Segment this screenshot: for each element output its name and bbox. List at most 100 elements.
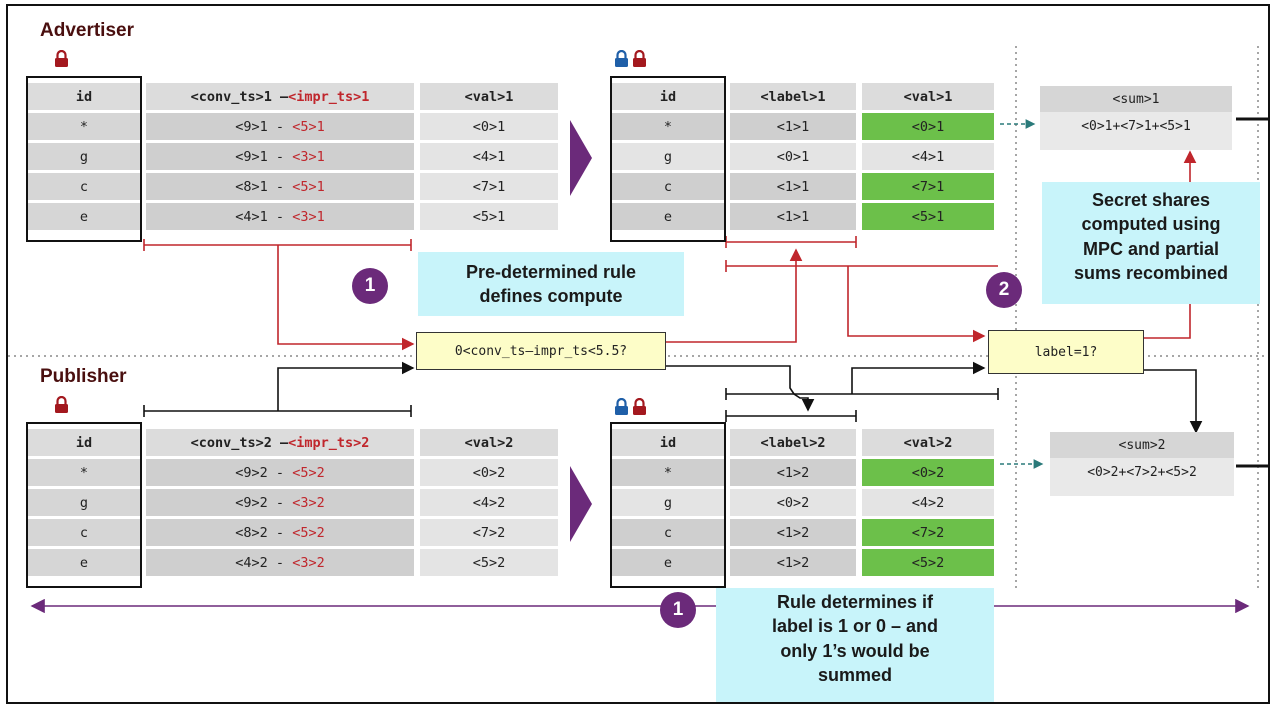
rule-determines-callout: Rule determines if label is 1 or 0 – and… [716, 588, 994, 702]
cell-val: <7>2 [862, 519, 994, 546]
sum-share-1: <sum>1 <0>1+<7>1+<5>1 [1040, 86, 1232, 150]
padlock-icon [55, 396, 68, 413]
column-header-val: <val>1 [862, 83, 994, 110]
cell-val: <4>2 [420, 489, 558, 516]
cell-label: <1>1 [730, 173, 856, 200]
callout-line: summed [817, 664, 893, 685]
column-header-timestamps: <conv_ts>2 –<impr_ts>2 [146, 429, 414, 456]
cell-label: <1>2 [730, 459, 856, 486]
cell-timestamps: <9>2 - <3>2 [146, 489, 414, 516]
cell-conv: <9>2 - [235, 464, 285, 481]
column-header-val: <val>1 [420, 83, 558, 110]
table-row: * <1>2 <0>2 [612, 459, 994, 486]
cell-id: g [28, 489, 140, 516]
cell-val: <4>2 [862, 489, 994, 516]
table-row: e <4>2 - <3>2 <5>2 [28, 549, 558, 576]
cell-impr: <5>2 [292, 464, 325, 481]
cell-conv: <9>2 - [235, 494, 285, 511]
table-row: g <9>2 - <3>2 <4>2 [28, 489, 558, 516]
table-row: g <0>2 <4>2 [612, 489, 994, 516]
cell-timestamps: <9>1 - <5>1 [146, 113, 414, 140]
cell-val: <5>2 [420, 549, 558, 576]
cell-impr: <3>1 [292, 208, 325, 225]
id-column-highlight [610, 422, 726, 588]
callout-line: defines compute [479, 286, 623, 307]
id-column-highlight [610, 76, 726, 242]
cell-val: <0>1 [420, 113, 558, 140]
callout-line: sums recombined [1073, 262, 1229, 283]
sum-expression: <0>1+<7>1+<5>1 [1081, 118, 1191, 134]
sum-header: <sum>2 [1050, 432, 1234, 458]
column-header-label: <label>1 [730, 83, 856, 110]
sum-expression: <0>2+<7>2+<5>2 [1087, 464, 1197, 480]
sum-header: <sum>1 [1040, 86, 1232, 112]
table-row: e <4>1 - <3>1 <5>1 [28, 203, 558, 230]
connector-lines [8, 46, 1268, 614]
header-impr-ts: <impr_ts>1 [288, 88, 370, 105]
cell-id: c [612, 173, 724, 200]
table-header-row: id <label>2 <val>2 [612, 429, 994, 456]
cell-impr: <5>1 [292, 118, 325, 135]
cell-id: g [612, 143, 724, 170]
cell-conv: <9>1 - [235, 148, 285, 165]
diagram-frame: Advertiser Publisher id <conv_ts>1 –<imp… [6, 4, 1270, 704]
cell-timestamps: <9>1 - <3>1 [146, 143, 414, 170]
cell-impr: <5>2 [292, 524, 325, 541]
table-row: e <1>2 <5>2 [612, 549, 994, 576]
table-row: * <9>1 - <5>1 <0>1 [28, 113, 558, 140]
cell-timestamps: <4>2 - <3>2 [146, 549, 414, 576]
callout-line: only 1’s would be [780, 640, 930, 661]
cell-val: <4>1 [862, 143, 994, 170]
cell-val: <5>1 [420, 203, 558, 230]
padlock-icon [615, 398, 628, 415]
column-header-val: <val>2 [862, 429, 994, 456]
padlock-icon [55, 50, 68, 67]
cell-id: e [612, 203, 724, 230]
cell-conv: <4>2 - [235, 554, 285, 571]
table-row: e <1>1 <5>1 [612, 203, 994, 230]
cell-timestamps: <9>2 - <5>2 [146, 459, 414, 486]
cell-val: <0>2 [862, 459, 994, 486]
cell-id: * [612, 113, 724, 140]
column-header-id: id [28, 83, 140, 110]
publisher-output-table: id <label>2 <val>2 * <1>2 <0>2 g <0>2 <4… [612, 426, 994, 579]
label-rule-box: label=1? [988, 330, 1144, 374]
id-column-highlight [26, 422, 142, 588]
column-header-id: id [28, 429, 140, 456]
table-header-row: id <label>1 <val>1 [612, 83, 994, 110]
column-header-val: <val>2 [420, 429, 558, 456]
header-conv-ts: <conv_ts>1 – [190, 88, 289, 105]
table-row: c <8>2 - <5>2 <7>2 [28, 519, 558, 546]
cell-impr: <5>1 [292, 178, 325, 195]
callout-line: Pre-determined rule [465, 262, 637, 282]
cell-id: g [28, 143, 140, 170]
cell-conv: <8>2 - [235, 524, 285, 541]
cell-val: <7>1 [862, 173, 994, 200]
cell-label: <0>2 [730, 489, 856, 516]
table-row: c <8>1 - <5>1 <7>1 [28, 173, 558, 200]
cell-val: <7>1 [420, 173, 558, 200]
column-header-timestamps: <conv_ts>1 –<impr_ts>1 [146, 83, 414, 110]
header-conv-ts: <conv_ts>2 – [190, 434, 289, 451]
cell-id: e [28, 203, 140, 230]
column-header-id: id [612, 429, 724, 456]
callout-line: Secret shares [1091, 190, 1211, 210]
table-row: c <1>1 <7>1 [612, 173, 994, 200]
step-badge: 2 [986, 272, 1022, 308]
cell-val: <5>2 [862, 549, 994, 576]
cell-timestamps: <8>2 - <5>2 [146, 519, 414, 546]
id-column-highlight [26, 76, 142, 242]
cell-timestamps: <4>1 - <3>1 [146, 203, 414, 230]
cell-id: e [612, 549, 724, 576]
cell-id: c [28, 519, 140, 546]
callout-line: computed using [1081, 214, 1221, 235]
table-header-row: id <conv_ts>1 –<impr_ts>1 <val>1 [28, 83, 558, 110]
cell-id: * [612, 459, 724, 486]
table-row: g <0>1 <4>1 [612, 143, 994, 170]
cell-val: <4>1 [420, 143, 558, 170]
publisher-input-table: id <conv_ts>2 –<impr_ts>2 <val>2 * <9>2 … [28, 426, 558, 579]
advertiser-input-table: id <conv_ts>1 –<impr_ts>1 <val>1 * <9>1 … [28, 80, 558, 233]
cell-id: c [28, 173, 140, 200]
secret-shares-callout: Secret shares computed using MPC and par… [1042, 182, 1260, 304]
cell-conv: <4>1 - [235, 208, 285, 225]
